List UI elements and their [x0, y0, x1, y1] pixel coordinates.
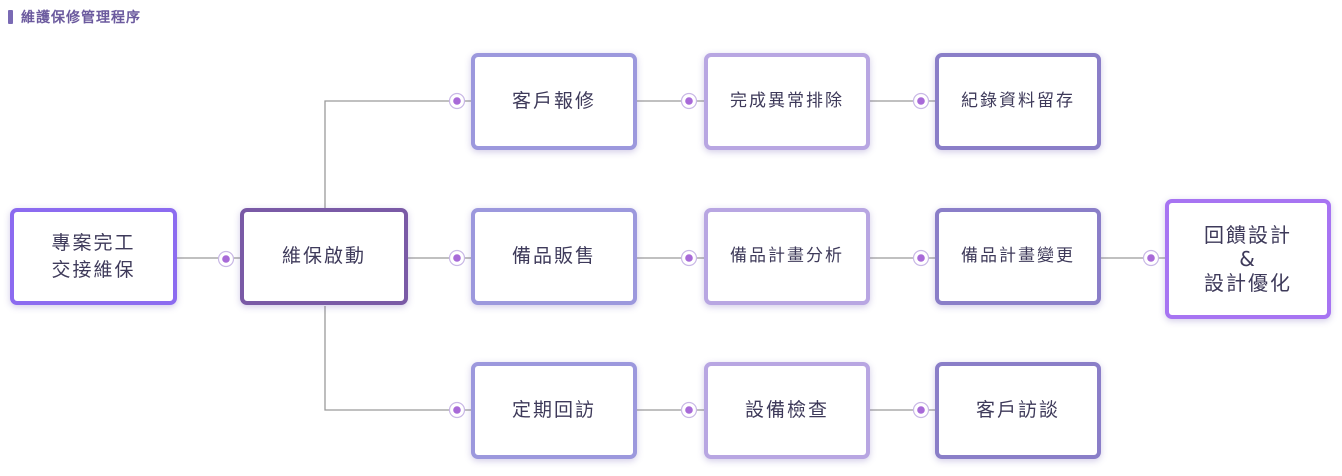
node-fault-cleared: 完成異常排除	[704, 53, 870, 150]
dot-r2-3	[1142, 249, 1160, 267]
node-scheduled-visit-label: 定期回訪	[511, 399, 596, 422]
node-spare-plan-change-label: 備品計畫變更	[961, 245, 1075, 266]
node-project-complete-label: 專案完工 交接維保	[51, 231, 136, 281]
node-maintenance-start: 維保啟動	[240, 208, 408, 305]
node-spare-parts-sales-label: 備品販售	[511, 245, 596, 268]
node-spare-plan-analysis-label: 備品計畫分析	[730, 245, 844, 266]
connector-hub-bottom	[324, 306, 471, 411]
node-record-archive: 紀錄資料留存	[935, 53, 1101, 150]
node-scheduled-visit: 定期回訪	[471, 362, 637, 459]
connector-hub-top	[324, 100, 471, 208]
node-feedback-design: 回饋設計 & 設計優化	[1165, 199, 1331, 319]
dot-r1-0	[448, 92, 466, 110]
dot-r1-2	[912, 92, 930, 110]
node-fault-cleared-label: 完成異常排除	[730, 90, 844, 111]
dot-r2-0	[448, 249, 466, 267]
connector-dots	[217, 92, 1160, 419]
node-feedback-design-label: 回饋設計 & 設計優化	[1204, 223, 1292, 295]
node-record-archive-label: 紀錄資料留存	[961, 90, 1075, 111]
node-equipment-inspection: 設備檢查	[704, 362, 870, 459]
dot-r1-1	[680, 92, 698, 110]
node-spare-plan-analysis: 備品計畫分析	[704, 208, 870, 305]
title-marker	[8, 10, 13, 24]
page-title: 維護保修管理程序	[8, 8, 141, 26]
dot-r2-1	[680, 249, 698, 267]
node-equipment-inspection-label: 設備檢查	[744, 399, 829, 422]
node-project-complete: 專案完工 交接維保	[10, 208, 177, 305]
node-customer-report-label: 客戶報修	[511, 90, 596, 113]
page-title-text: 維護保修管理程序	[21, 10, 141, 26]
dot-start-hub	[217, 250, 235, 268]
node-spare-plan-change: 備品計畫變更	[935, 208, 1101, 305]
node-customer-interview: 客戶訪談	[935, 362, 1101, 459]
node-customer-interview-label: 客戶訪談	[975, 399, 1060, 422]
node-customer-report: 客戶報修	[471, 53, 637, 150]
dot-r3-1	[680, 401, 698, 419]
dot-r3-0	[448, 401, 466, 419]
dot-r2-2	[912, 249, 930, 267]
node-spare-parts-sales: 備品販售	[471, 208, 637, 305]
node-maintenance-start-label: 維保啟動	[281, 245, 366, 268]
dot-r3-2	[912, 401, 930, 419]
